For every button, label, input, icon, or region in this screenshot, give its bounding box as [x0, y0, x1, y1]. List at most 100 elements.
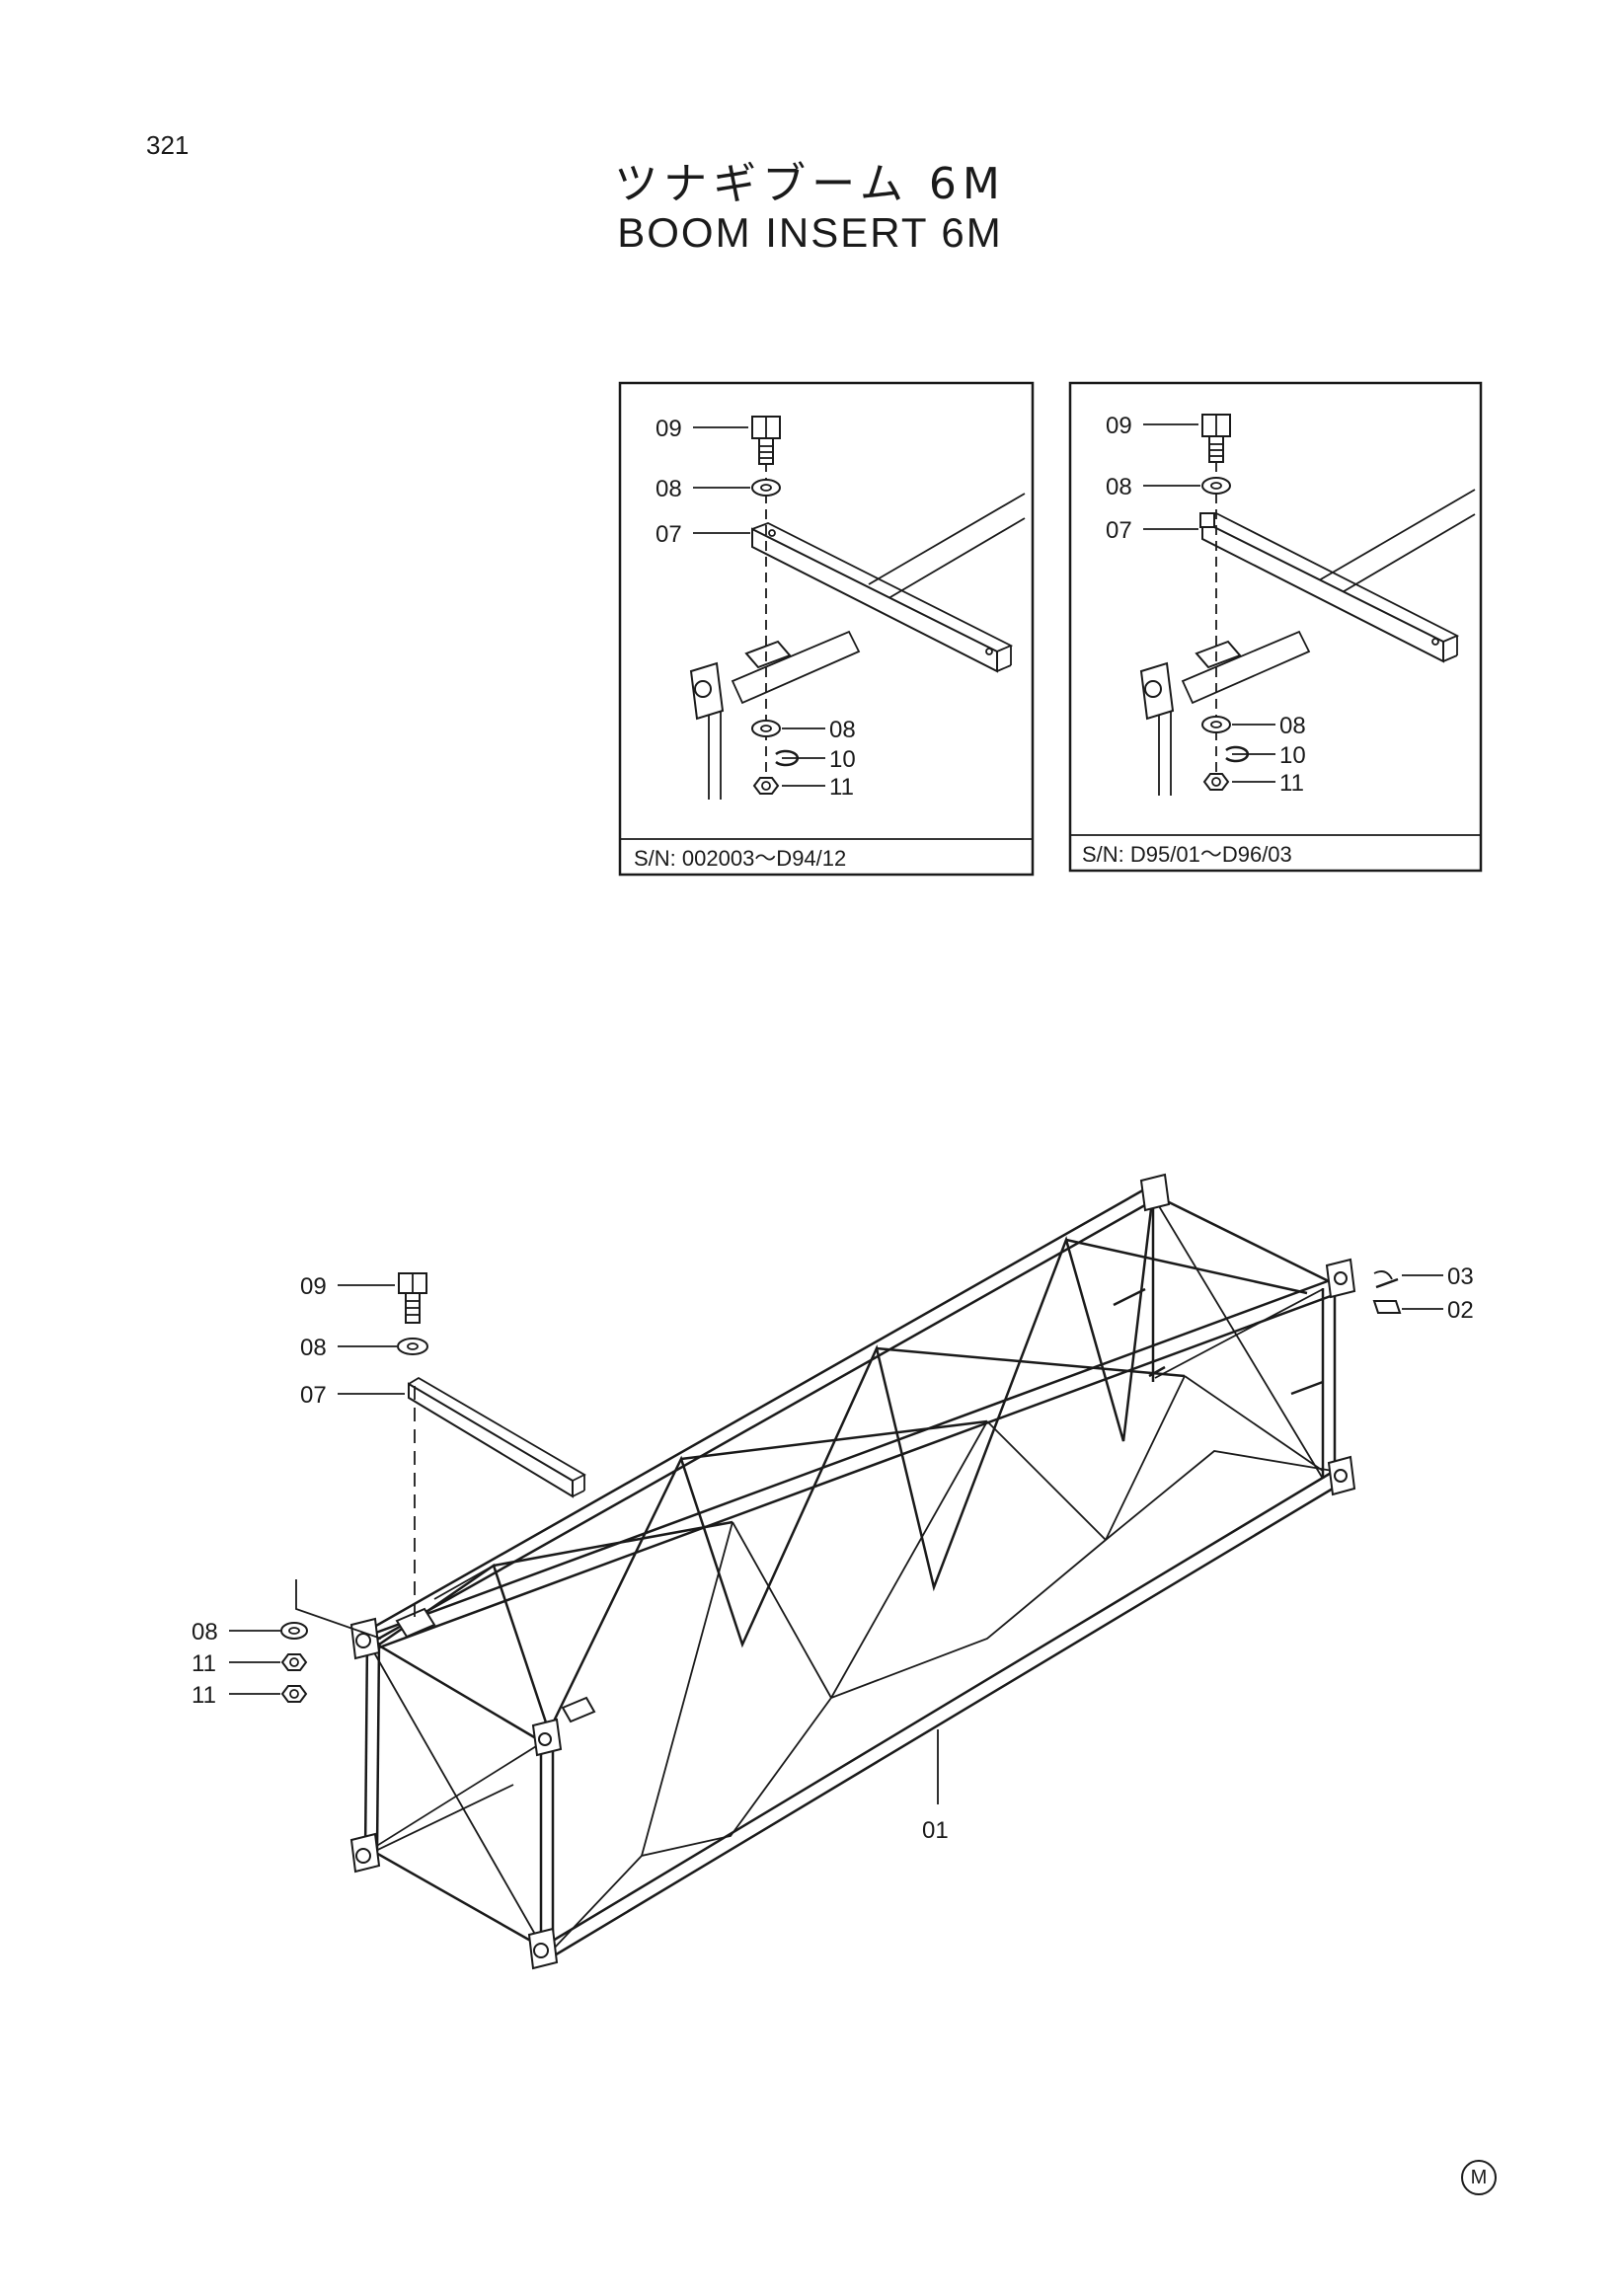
mounting-plate [561, 1696, 596, 1723]
part-label: 09 [1106, 413, 1132, 439]
strut-end-block [1199, 512, 1215, 528]
end-frame-post [363, 1638, 369, 1857]
hex-nut-hole [289, 1689, 299, 1699]
strut-hole [985, 648, 993, 655]
part-label: 08 [300, 1335, 327, 1361]
part-label: 01 [922, 1817, 949, 1844]
connecting-pin [1372, 1300, 1402, 1314]
connection-lug [1139, 1173, 1171, 1212]
strut-hole [1431, 638, 1439, 646]
part-label: 03 [1447, 1263, 1474, 1290]
washer-hole [760, 725, 772, 732]
lug-hole [694, 680, 712, 698]
chord-line [1318, 489, 1476, 581]
lug-pin-hole [355, 1633, 371, 1648]
washer [1201, 716, 1231, 733]
part-label: 10 [1279, 742, 1306, 769]
part-label: 11 [192, 1650, 216, 1677]
end-frame-diagonal [366, 1640, 542, 1946]
washer [751, 720, 781, 737]
chord-line [878, 517, 1026, 605]
retaining-clip [1373, 1270, 1393, 1280]
lacing-stub [1290, 1380, 1324, 1396]
end-frame-diagonal [366, 1742, 542, 1853]
strut-bar-top [751, 522, 1014, 652]
part-label: 11 [192, 1682, 216, 1709]
strut-bar [751, 527, 998, 673]
side-lacing [732, 1521, 832, 1699]
end-frame-top [1152, 1192, 1334, 1285]
washer [751, 479, 781, 497]
bottom-front-chord [542, 1481, 1344, 1964]
strut-bar [408, 1382, 574, 1498]
part-label: 08 [829, 717, 856, 743]
lug-pin-hole [1334, 1469, 1348, 1483]
part-label: 02 [1447, 1297, 1474, 1324]
lacing-stub [1113, 1287, 1146, 1307]
bolt-shank [758, 437, 774, 465]
leader-bracket [295, 1579, 382, 1640]
bottom-front-chord [537, 1467, 1339, 1952]
strut-bar-end [1442, 654, 1458, 662]
chord-joint [1181, 630, 1311, 705]
part-label: 10 [829, 746, 856, 773]
strut-bar-end [572, 1490, 585, 1497]
lug-pin-hole [533, 1943, 549, 1958]
strut-bar-top [1201, 511, 1460, 643]
part-label: 08 [656, 476, 682, 502]
washer-hole [1210, 721, 1222, 728]
top-back-chord [366, 1183, 1154, 1633]
washer-hole [1210, 482, 1222, 490]
hex-nut [280, 1653, 308, 1671]
boom-insert-assembly: 09 08 07 08 11 11 03 02 01 [192, 1173, 1474, 1970]
washer [280, 1622, 308, 1640]
page-title-japanese: ツナギブーム 6M [614, 159, 1006, 209]
part-label: 11 [1279, 770, 1304, 797]
part-label: 07 [300, 1382, 327, 1409]
top-front-chord [370, 1291, 1340, 1652]
top-cross-strut [1065, 1238, 1308, 1295]
washer-hole [760, 484, 772, 492]
part-label: 07 [656, 521, 682, 548]
end-frame-diagonal [1154, 1288, 1324, 1379]
top-cross-strut [876, 1346, 1186, 1378]
washer-hole [288, 1627, 300, 1635]
serial-range-label: S/N: D95/01～D96/03 [1082, 842, 1292, 867]
end-frame-bottom [366, 1846, 542, 1949]
part-label: 08 [1279, 713, 1306, 739]
strut-bar [1201, 519, 1444, 663]
mounting-plate [1195, 640, 1242, 669]
part-label: 09 [656, 416, 682, 442]
top-back-chord [374, 1196, 1158, 1643]
bottom-back-chord [364, 1784, 514, 1857]
bolt-shank [1208, 435, 1224, 463]
chord-line [1328, 513, 1476, 601]
strut-hole [768, 529, 776, 537]
washer-hole [407, 1342, 419, 1350]
lug-pin-hole [1334, 1271, 1348, 1285]
part-label: 09 [300, 1273, 327, 1300]
hex-nut [280, 1685, 308, 1703]
lacing-stub [1148, 1365, 1166, 1378]
retaining-clip [1375, 1277, 1399, 1289]
strut-bar-end [996, 664, 1012, 672]
side-lacing [1184, 1375, 1324, 1472]
end-frame-post [375, 1642, 381, 1853]
hex-nut-hole [761, 781, 771, 791]
top-front-chord [364, 1277, 1334, 1639]
side-lacing [1105, 1375, 1186, 1541]
end-frame-top [366, 1637, 542, 1743]
front-face-lacing [378, 1191, 1155, 1735]
part-label: 11 [829, 774, 854, 801]
lug-pin-hole [538, 1732, 552, 1746]
manufacturer-mark: M [1461, 2160, 1497, 2195]
hex-nut [752, 777, 780, 795]
inset-right: S/N: D95/01～D96/03 [1068, 381, 1483, 873]
lug-pin-hole [355, 1848, 371, 1864]
washer [397, 1338, 428, 1355]
mounting-plate [744, 640, 792, 669]
chord-joint [731, 630, 861, 705]
inset-left: S/N: 002003～D94/12 [618, 381, 1035, 877]
end-frame-diagonal [1152, 1195, 1324, 1480]
